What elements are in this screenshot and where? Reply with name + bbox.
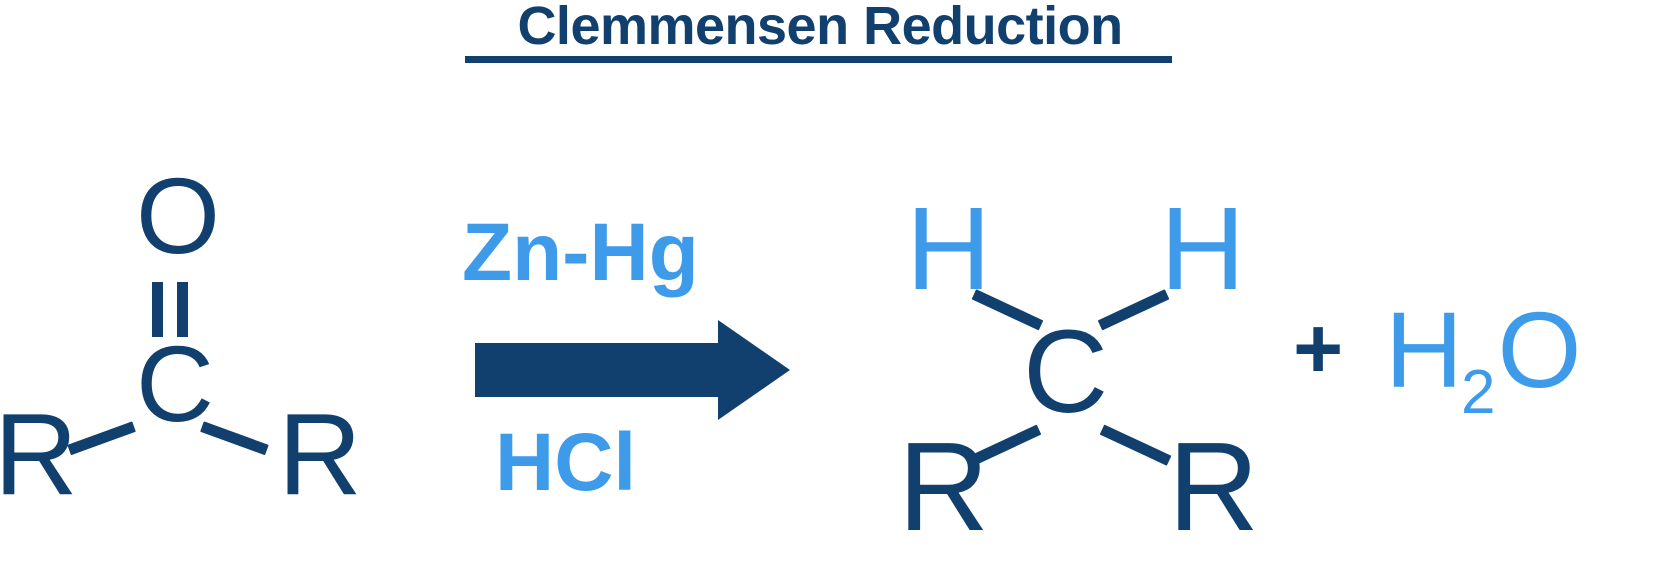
reaction-arrow (475, 320, 790, 420)
double-bond-line-left (152, 282, 163, 337)
product-right-substituent-label: R (1168, 416, 1259, 557)
reactant-oxygen-label: O (136, 155, 221, 276)
water-o-label: O (1497, 289, 1582, 410)
title-block: Clemmensen Reduction (0, 0, 1659, 70)
product-left-substituent-label: R (898, 416, 989, 557)
plus-sign: + (1293, 301, 1344, 397)
product-hydrogen-right-label: H (1160, 183, 1246, 315)
reagent-below-arrow: HCl (495, 417, 637, 508)
product-carbon-label: C (1023, 306, 1109, 438)
bond-carbon-to-right-hydrogen (1097, 289, 1170, 331)
bond-carbon-to-right-substituent (1099, 424, 1172, 466)
water-subscript-2: 2 (1461, 358, 1496, 427)
page-title: Clemmensen Reduction (517, 0, 1123, 56)
double-bond-line-right (177, 282, 188, 337)
water-h-label: H (1385, 289, 1463, 410)
arrow-shape (475, 320, 790, 420)
title-underline (465, 56, 1172, 63)
product-hydrogen-left-label: H (906, 183, 992, 315)
water-formula: H2O (1385, 296, 1582, 424)
reagent-above-arrow: Zn-Hg (462, 207, 699, 298)
reactant-left-substituent-label: R (0, 389, 78, 519)
reactant-right-substituent-label: R (278, 389, 362, 519)
reactant-carbon-label: C (136, 323, 214, 444)
